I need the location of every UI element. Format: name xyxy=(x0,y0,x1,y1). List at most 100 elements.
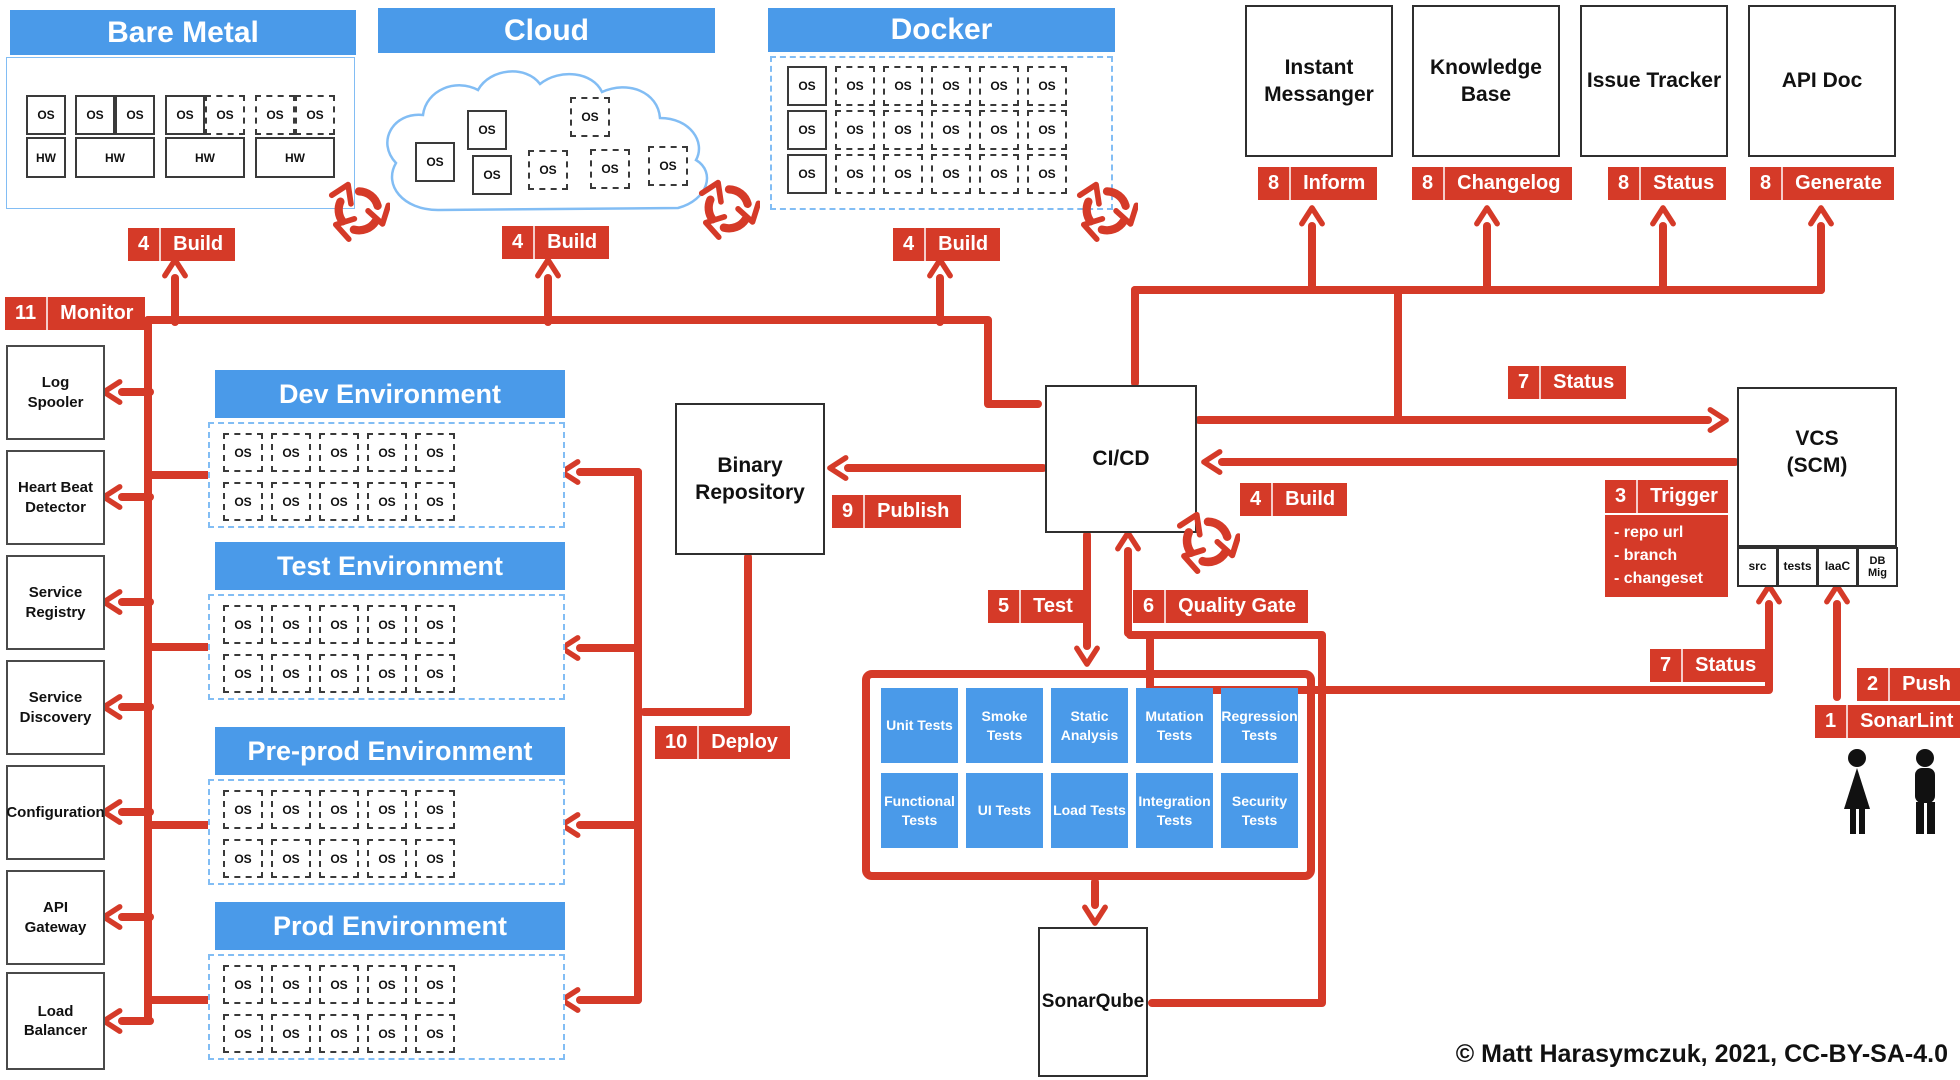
recycle-icon xyxy=(1176,511,1240,574)
os-box-dashed: OS xyxy=(835,66,875,106)
badge-label: Publish xyxy=(877,500,950,522)
cloud-shape xyxy=(386,70,709,212)
recycle-icon xyxy=(1076,181,1138,242)
badge-label: Status xyxy=(1695,654,1757,676)
os-box-dashed: OS xyxy=(367,433,407,472)
badge-label: Quality Gate xyxy=(1178,595,1296,617)
knowledge-base-box: Knowledge Base xyxy=(1412,5,1560,157)
dev-environment-header: Dev Environment xyxy=(215,370,565,418)
os-box: OS xyxy=(472,155,512,195)
woman-icon xyxy=(1844,749,1870,834)
quality-gate-badge: 6 Quality Gate xyxy=(1133,590,1308,623)
os-box-dashed: OS xyxy=(271,605,311,644)
badge-label: Push xyxy=(1902,673,1952,695)
os-box-dashed: OS xyxy=(883,66,923,106)
os-box-dashed: OS xyxy=(205,95,245,135)
trigger-detail: - repo url xyxy=(1614,524,1684,541)
integration-tests-box: Integration Tests xyxy=(1136,773,1213,848)
hw-box: HW xyxy=(26,137,66,178)
os-box: OS xyxy=(415,142,455,182)
changelog-badge: 8 Changelog xyxy=(1412,167,1573,200)
os-box-dashed: OS xyxy=(255,95,295,135)
recycle-icon xyxy=(698,179,760,240)
os-box-dashed: OS xyxy=(835,154,875,194)
load-tests-box: Load Tests xyxy=(1051,773,1128,848)
os-box-dashed: OS xyxy=(223,839,263,878)
copyright-text: © Matt Harasymczuk, 2021, CC-BY-SA-4.0 xyxy=(1455,1040,1948,1068)
badge-number: 4 xyxy=(128,228,162,261)
preprod-environment-header: Pre-prod Environment xyxy=(215,727,565,775)
test-environment-header: Test Environment xyxy=(215,542,565,590)
os-box-dashed: OS xyxy=(271,433,311,472)
os-box-dashed: OS xyxy=(415,482,455,521)
os-box-dashed: OS xyxy=(367,482,407,521)
os-box-dashed: OS xyxy=(319,790,359,829)
badge-label: Generate xyxy=(1795,172,1882,194)
os-box-dashed: OS xyxy=(319,605,359,644)
binary-repo-deploy-line xyxy=(640,553,752,716)
badge-label: Build xyxy=(1285,488,1336,510)
os-box-dashed: OS xyxy=(319,1014,359,1053)
os-box-dashed: OS xyxy=(223,790,263,829)
man-icon xyxy=(1915,749,1935,834)
os-box-dashed: OS xyxy=(883,110,923,150)
os-box-dashed: OS xyxy=(1027,154,1067,194)
os-box-dashed: OS xyxy=(979,66,1019,106)
os-box-dashed: OS xyxy=(271,482,311,521)
os-box-dashed: OS xyxy=(979,110,1019,150)
binary-repository-box: Binary Repository xyxy=(675,403,825,555)
os-box-dashed: OS xyxy=(271,839,311,878)
trigger-detail: - changeset xyxy=(1614,570,1703,588)
os-box-dashed: OS xyxy=(590,149,630,189)
badge-label: Inform xyxy=(1303,172,1366,194)
os-box-dashed: OS xyxy=(1027,110,1067,150)
os-box-dashed: OS xyxy=(223,605,263,644)
os-box-dashed: OS xyxy=(223,433,263,472)
badge-number: 8 xyxy=(1412,167,1446,200)
regression-tests-box: Regression Tests xyxy=(1221,688,1298,763)
badge-number: 7 xyxy=(1508,366,1542,399)
instant-messanger-box: Instant Messanger xyxy=(1245,5,1393,157)
service-registry-box: Service Registry xyxy=(6,555,105,650)
smoke-tests-box: Smoke Tests xyxy=(966,688,1043,763)
badge-number: 6 xyxy=(1133,590,1167,623)
badge-number: 5 xyxy=(988,590,1022,623)
service-discovery-box: Service Discovery xyxy=(6,660,105,755)
badge-label: Build xyxy=(547,231,598,253)
os-box: OS xyxy=(467,110,507,150)
badge-number: 2 xyxy=(1857,668,1891,701)
badge-number: 4 xyxy=(1240,483,1274,516)
badge-number: 8 xyxy=(1608,167,1642,200)
os-box-dashed: OS xyxy=(835,110,875,150)
os-box: OS xyxy=(165,95,205,135)
os-box: OS xyxy=(787,66,827,106)
badge-number: 3 xyxy=(1605,480,1639,513)
os-box-dashed: OS xyxy=(295,95,335,135)
docker-header: Docker xyxy=(768,8,1115,52)
os-box: OS xyxy=(75,95,115,135)
os-box: OS xyxy=(787,110,827,150)
test-badge: 5 Test xyxy=(988,590,1085,623)
badge-label: Test xyxy=(1033,595,1073,617)
os-box-dashed: OS xyxy=(319,965,359,1004)
badge-label: Changelog xyxy=(1457,172,1561,194)
os-box-dashed: OS xyxy=(415,433,455,472)
os-box-dashed: OS xyxy=(319,654,359,693)
security-tests-box: Security Tests xyxy=(1221,773,1298,848)
hw-box: HW xyxy=(255,137,335,178)
badge-label: Deploy xyxy=(711,731,778,753)
cloud-header: Cloud xyxy=(378,8,715,53)
os-box-dashed: OS xyxy=(1027,66,1067,106)
os-box-dashed: OS xyxy=(223,482,263,521)
badge-number: 7 xyxy=(1650,649,1684,682)
badge-number: 9 xyxy=(832,495,866,528)
configuration-box: Configuration xyxy=(6,765,105,860)
os-box-dashed: OS xyxy=(223,1014,263,1053)
os-box-dashed: OS xyxy=(415,790,455,829)
